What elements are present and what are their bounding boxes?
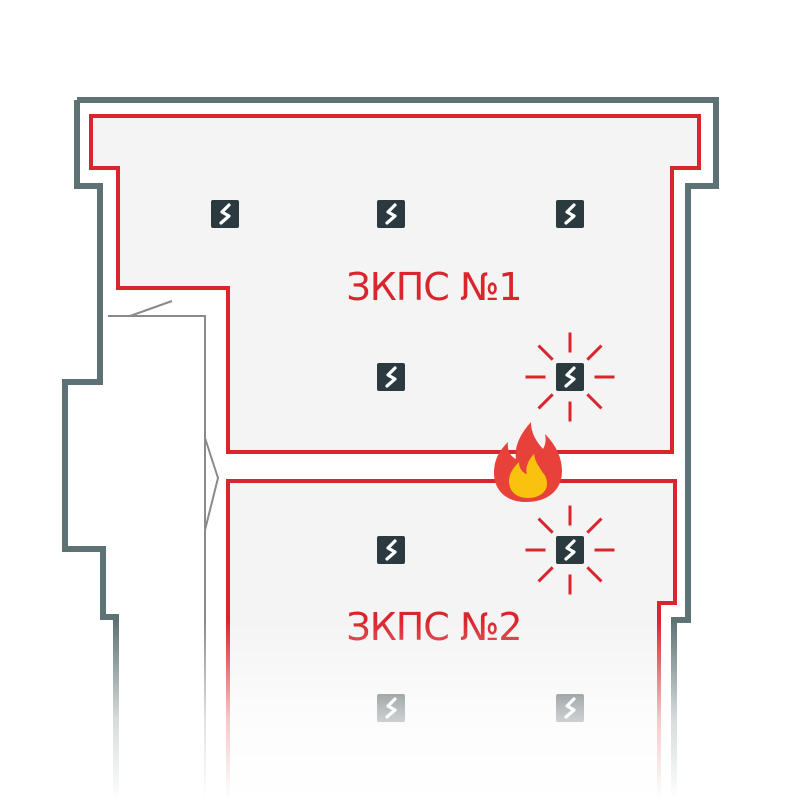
detector-symbol bbox=[564, 366, 576, 388]
detector-symbol bbox=[219, 203, 231, 225]
smoke-detector-icon bbox=[556, 200, 584, 228]
smoke-detector-icon bbox=[377, 536, 405, 564]
detector-symbol bbox=[564, 539, 576, 561]
zone-2-label: ЗКПС №2 bbox=[346, 605, 522, 649]
detector-symbol bbox=[385, 539, 397, 561]
fire-icon bbox=[494, 422, 562, 502]
smoke-detector-icon bbox=[377, 200, 405, 228]
smoke-detector-icon bbox=[525, 332, 615, 422]
detector-symbol bbox=[564, 203, 576, 225]
flame-inner bbox=[509, 454, 547, 498]
smoke-detector-icon bbox=[211, 200, 239, 228]
smoke-detector-icon bbox=[377, 694, 405, 722]
alarm-rays-icon bbox=[525, 332, 615, 422]
smoke-detector-icon bbox=[525, 505, 615, 595]
smoke-detector-icon bbox=[377, 363, 405, 391]
zone-1-label: ЗКПС №1 bbox=[346, 265, 522, 309]
detector-symbol bbox=[385, 203, 397, 225]
alarm-rays-icon bbox=[525, 505, 615, 595]
zone-1-area bbox=[89, 114, 701, 454]
smoke-detector-icon bbox=[556, 694, 584, 722]
detector-symbol bbox=[385, 366, 397, 388]
corridor-lines bbox=[108, 300, 220, 800]
